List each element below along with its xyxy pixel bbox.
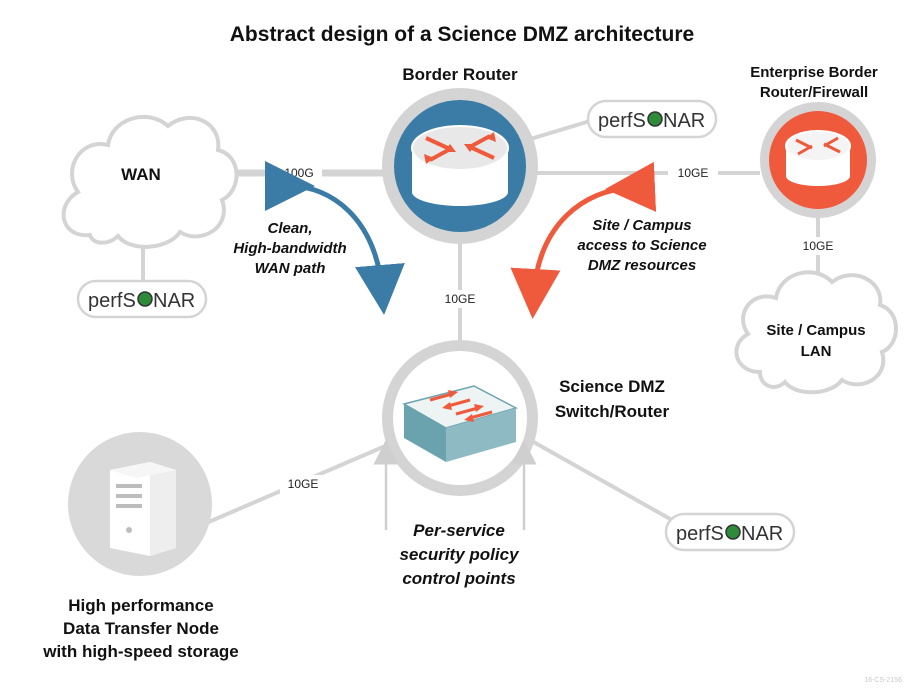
data-transfer-node: High performance Data Transfer Node with… [42, 432, 239, 661]
perfsonar-badge-wan: perfS NAR [76, 279, 208, 319]
border-router: Border Router [382, 65, 538, 244]
sonar-icon [137, 291, 153, 307]
wan-path-text-line2: High-bandwidth [233, 240, 346, 257]
enterprise-router: Enterprise Border Router/Firewall [750, 64, 878, 218]
link-label-enterprise-lan: 10GE [803, 239, 834, 253]
flow-arrows [264, 160, 657, 530]
perfsonar-prefix: perfS [598, 110, 646, 132]
link-perfsonar-switch [529, 438, 673, 522]
enterprise-router-label-line1: Enterprise Border [750, 64, 878, 81]
campus-lan-cloud-shape [734, 270, 898, 395]
diagram-title: Abstract design of a Science DMZ archite… [230, 23, 694, 46]
router-icon [411, 125, 509, 206]
perfsonar-suffix: NAR [663, 110, 705, 132]
firewall-router-icon [785, 130, 851, 186]
link-label-border-enterprise: 10GE [678, 166, 709, 180]
wan-path-arrow [264, 160, 405, 315]
link-label-switch-dtn: 10GE [288, 477, 319, 491]
enterprise-router-label-line2: Router/Firewall [760, 84, 868, 101]
dmz-switch-label-line1: Science DMZ [559, 377, 665, 396]
perfsonar-badge-switch: perfS NAR [664, 512, 796, 552]
wan-path-text-line1: Clean, [267, 220, 312, 237]
sonar-icon [647, 111, 663, 127]
dmz-switch-label-line2: Switch/Router [555, 402, 670, 421]
link-label-border-switch: 10GE [445, 292, 476, 306]
dtn-label-line1: High performance [68, 596, 213, 615]
campus-access-text-line2: access to Science [577, 237, 706, 254]
figure-id: 16-CS-2156 [864, 677, 902, 684]
sonar-icon [725, 524, 741, 540]
switch-icon [402, 385, 519, 462]
policy-text-line3: control points [402, 569, 515, 588]
perfsonar-badge-border: perfS NAR [586, 99, 718, 139]
policy-text-line2: security policy [399, 545, 520, 564]
dtn-label-line2: Data Transfer Node [63, 619, 219, 638]
annotations: Clean, High-bandwidth WAN path Site / Ca… [233, 217, 706, 588]
campus-access-text-line3: DMZ resources [588, 257, 696, 274]
perfsonar-prefix: perfS [676, 523, 724, 545]
campus-lan-label-line1: Site / Campus [766, 322, 865, 339]
perfsonar-prefix: perfS [88, 290, 136, 312]
campus-access-text-line1: Site / Campus [592, 217, 691, 234]
wan-label: WAN [121, 165, 161, 184]
dtn-label-line3: with high-speed storage [42, 642, 239, 661]
campus-access-arrow [510, 161, 657, 319]
wan-cloud: WAN [61, 115, 239, 249]
dmz-switch: Science DMZ Switch/Router [382, 340, 670, 496]
campus-lan-cloud: Site / Campus LAN [734, 270, 898, 395]
server-icon [110, 462, 176, 556]
policy-text-line1: Per-service [413, 521, 505, 540]
border-router-label: Border Router [402, 65, 518, 84]
link-label-100g: 100G [284, 166, 313, 180]
campus-lan-label-line2: LAN [801, 343, 832, 360]
wan-cloud-shape [61, 115, 239, 249]
wan-path-text-line3: WAN path [255, 260, 326, 277]
perfsonar-suffix: NAR [153, 290, 195, 312]
perfsonar-suffix: NAR [741, 523, 783, 545]
